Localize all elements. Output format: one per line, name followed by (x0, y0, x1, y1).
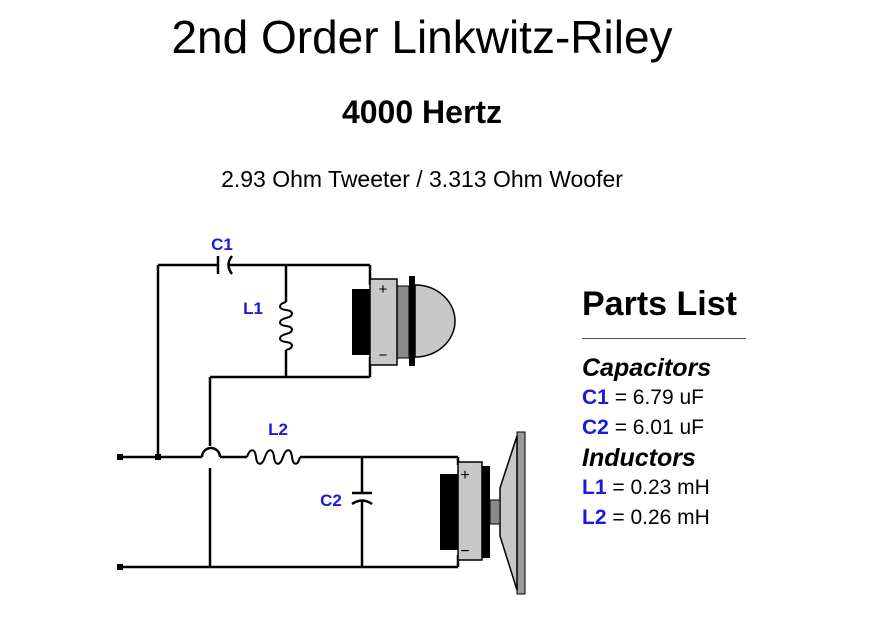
junction-dot (155, 454, 161, 460)
input-terminal-negative (117, 564, 123, 570)
page-title: 2nd Order Linkwitz-Riley (171, 11, 673, 63)
part-row-c2: C2 = 6.01 uF (582, 413, 782, 443)
tweeter-plus-label: + (379, 281, 388, 298)
inductor-l2-symbol (246, 449, 301, 465)
part-ref: L2 (582, 506, 607, 529)
capacitor-c1-symbol (216, 255, 234, 275)
part-value: = 6.01 uF (608, 416, 705, 439)
part-value: = 6.79 uF (608, 386, 705, 409)
part-value: = 0.26 mH (606, 506, 710, 529)
woofer-plus-label: + (460, 467, 469, 484)
woofer-icon (440, 431, 526, 595)
capacitors-heading: Capacitors (582, 354, 712, 382)
tweeter-minus-label: − (379, 347, 388, 364)
parts-list-divider (582, 338, 746, 339)
impedance-subtitle: 2.93 Ohm Tweeter / 3.313 Ohm Woofer (221, 166, 623, 192)
inductor-l1-symbol (279, 301, 293, 351)
c1-label: C1 (211, 235, 233, 254)
c2-label: C2 (320, 491, 342, 510)
part-value: = 0.23 mH (606, 476, 710, 499)
terminals (117, 454, 161, 570)
input-terminal-positive (117, 454, 123, 460)
part-row-l2: L2 = 0.26 mH (582, 503, 782, 533)
part-ref: C1 (582, 386, 609, 409)
part-row-l1: L1 = 0.23 mH (582, 473, 782, 503)
part-ref: C2 (582, 416, 609, 439)
l2-label: L2 (268, 420, 288, 439)
capacitor-c2-symbol (351, 491, 373, 506)
part-row-c1: C1 = 6.79 uF (582, 383, 782, 413)
inductors-heading: Inductors (582, 444, 696, 472)
woofer-minus-label: − (460, 543, 469, 560)
l1-label: L1 (243, 299, 263, 318)
crossover-frequency: 4000 Hertz (341, 94, 503, 130)
parts-list-title: Parts List (582, 285, 737, 323)
part-ref: L1 (582, 476, 607, 499)
parts-list: Parts List Capacitors C1 = 6.79 uF C2 = … (582, 284, 782, 533)
circuit-wires (120, 263, 460, 569)
tweeter-icon (352, 276, 456, 366)
